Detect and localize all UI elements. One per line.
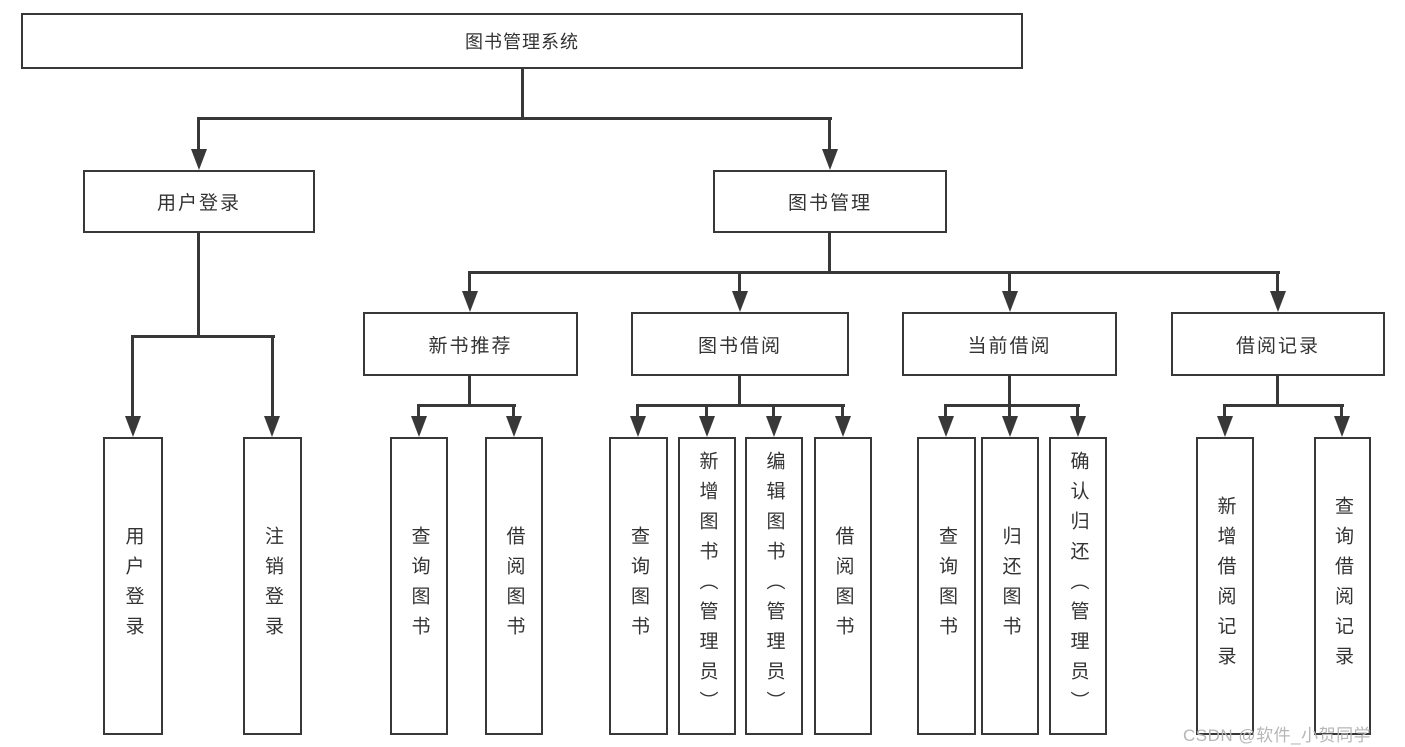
connector-line (417, 404, 516, 407)
leaf-add-borrow-record: 新增借阅记录 (1196, 437, 1254, 735)
connector-line (944, 404, 947, 418)
connector-line (131, 335, 134, 418)
connector-line (841, 404, 844, 418)
connector-line (417, 404, 420, 418)
leaf-borrow-books-recommend: 借阅图书 (485, 437, 543, 735)
connector-line (468, 271, 471, 293)
node-new-book-recommend: 新书推荐 (363, 312, 578, 376)
connector-line (1340, 404, 1343, 418)
arrow-down-icon (1002, 416, 1018, 437)
node-book-management: 图书管理 (713, 170, 947, 233)
leaf-confirm-return-admin: 确认归还（管理员） (1049, 437, 1107, 735)
arrow-down-icon (699, 416, 715, 437)
connector-line (637, 404, 845, 407)
connector-line (1223, 404, 1344, 407)
connector-line (1008, 404, 1011, 418)
arrow-down-icon (766, 416, 782, 437)
connector-line (468, 271, 1280, 274)
leaf-logout: 注销登录 (243, 437, 302, 735)
csdn-watermark: CSDN @软件_小贺同学 (1183, 726, 1372, 745)
arrow-down-icon (1334, 416, 1350, 437)
connector-line (197, 117, 832, 120)
connector-line (1076, 404, 1079, 418)
leaf-query-books-borrow: 查询图书 (609, 437, 668, 735)
arrow-down-icon (125, 416, 141, 437)
arrow-down-icon (732, 291, 748, 312)
node-borrow-records: 借阅记录 (1171, 312, 1385, 376)
node-current-borrowing: 当前借阅 (902, 312, 1117, 376)
arrow-down-icon (506, 416, 522, 437)
connector-line (828, 233, 831, 273)
leaf-edit-books-admin: 编辑图书（管理员） (745, 437, 803, 735)
connector-line (738, 376, 741, 406)
connector-line (1223, 404, 1226, 418)
connector-line (738, 271, 741, 293)
connector-line (705, 404, 708, 418)
arrow-down-icon (630, 416, 646, 437)
node-user-login: 用户登录 (83, 170, 315, 233)
connector-line (1008, 376, 1011, 406)
connector-line (828, 117, 831, 152)
connector-line (271, 335, 274, 418)
arrow-down-icon (1270, 291, 1286, 312)
connector-line (521, 69, 524, 120)
leaf-add-books-admin: 新增图书（管理员） (678, 437, 736, 735)
connector-line (772, 404, 775, 418)
connector-line (131, 335, 275, 338)
arrow-down-icon (1002, 291, 1018, 312)
arrow-down-icon (1217, 416, 1233, 437)
leaf-query-books-recommend: 查询图书 (390, 437, 448, 735)
leaf-return-books: 归还图书 (981, 437, 1039, 735)
connector-line (197, 233, 200, 337)
connector-line (512, 404, 515, 418)
connector-line (1276, 271, 1279, 293)
arrow-down-icon (462, 291, 478, 312)
leaf-query-books-current: 查询图书 (917, 437, 976, 735)
connector-line (1008, 271, 1011, 293)
arrow-down-icon (822, 149, 838, 170)
arrow-down-icon (191, 149, 207, 170)
connector-line (468, 376, 471, 406)
leaf-query-borrow-record: 查询借阅记录 (1314, 437, 1371, 735)
arrow-down-icon (1070, 416, 1086, 437)
connector-line (1276, 376, 1279, 406)
connector-line (636, 404, 639, 418)
node-library-system: 图书管理系统 (21, 13, 1023, 69)
leaf-borrow-books: 借阅图书 (814, 437, 872, 735)
arrow-down-icon (938, 416, 954, 437)
connector-line (197, 117, 200, 152)
arrow-down-icon (264, 416, 280, 437)
arrow-down-icon (835, 416, 851, 437)
leaf-user-login: 用户登录 (103, 437, 163, 735)
arrow-down-icon (411, 416, 427, 437)
node-book-borrowing: 图书借阅 (631, 312, 849, 376)
connector-line (945, 404, 1080, 407)
